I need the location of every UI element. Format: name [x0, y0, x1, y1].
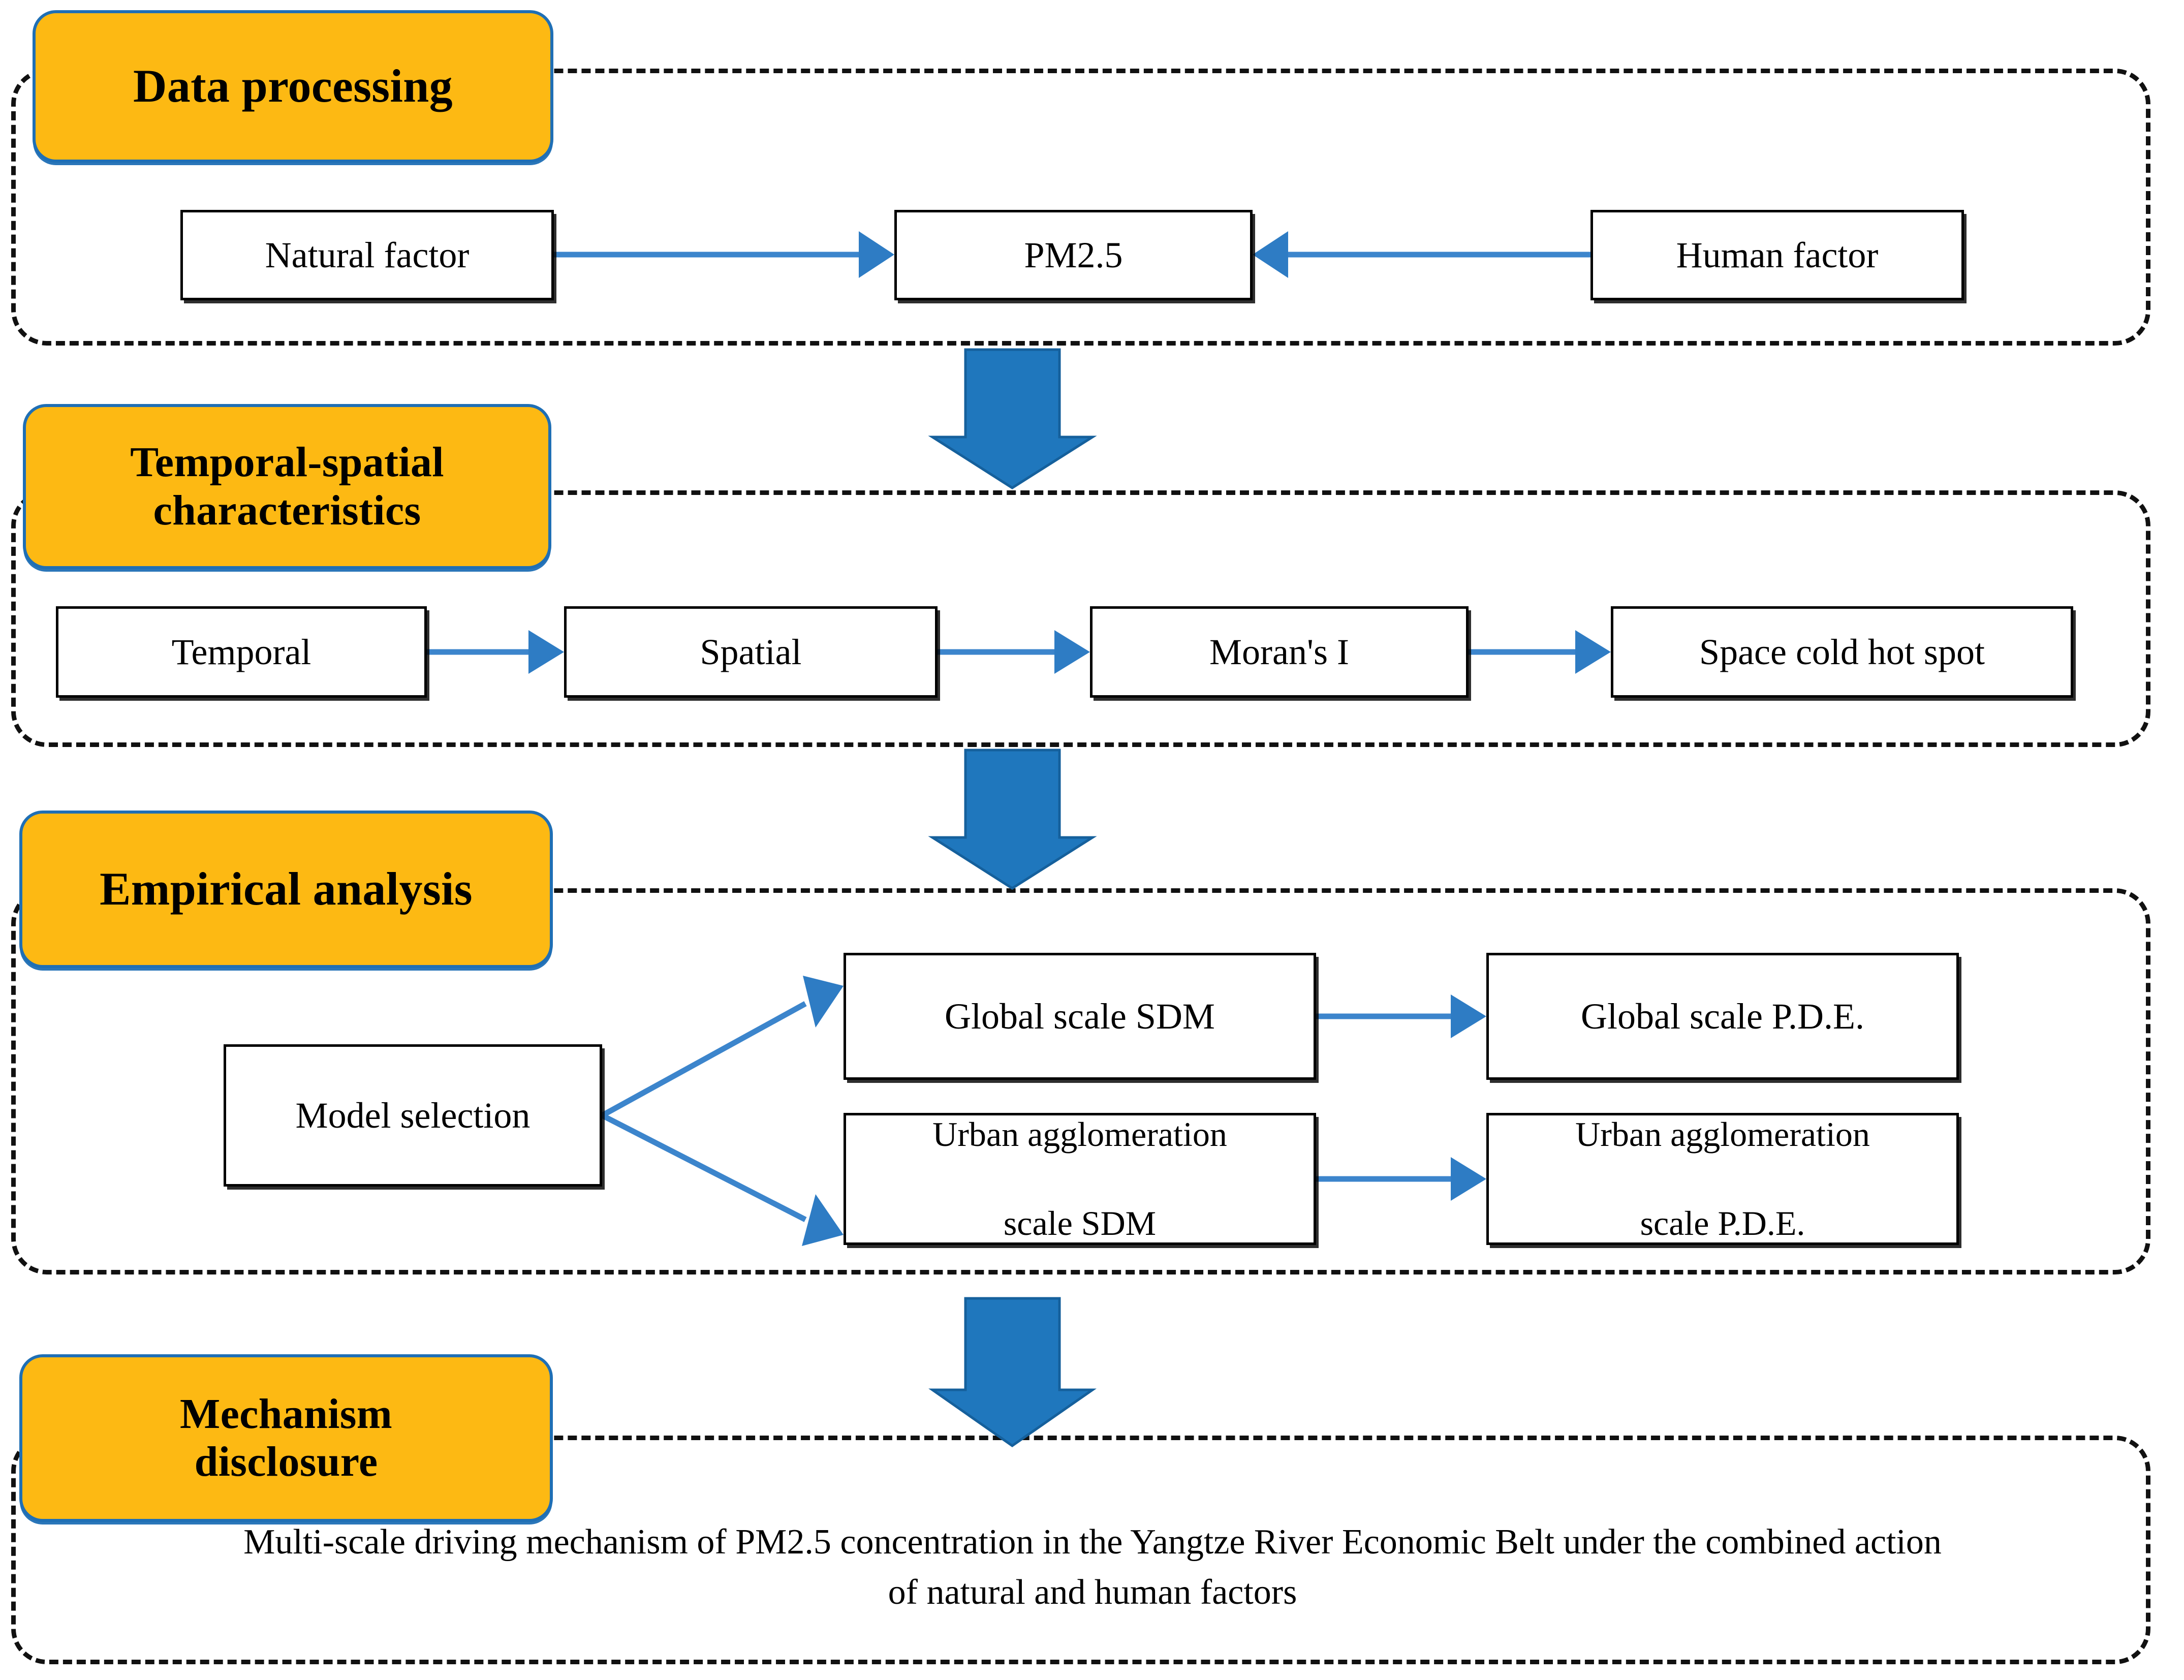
node-pm25[interactable]: PM2.5: [894, 210, 1253, 300]
node-label: Natural factor: [265, 234, 470, 275]
node-spatial[interactable]: Spatial: [564, 606, 938, 698]
stage-label-line-2: disclosure: [194, 1438, 378, 1485]
node-label: Space cold hot spot: [1699, 631, 1985, 672]
stage-label-data-processing[interactable]: Data processing: [33, 10, 553, 163]
conclusion-line-2: of natural and human factors: [888, 1573, 1297, 1612]
node-label-line-1: Urban agglomeration: [932, 1115, 1227, 1154]
node-label: Temporal: [171, 631, 311, 672]
node-temporal[interactable]: Temporal: [56, 606, 427, 698]
node-urban-agglomeration-scale-sdm[interactable]: Urban agglomeration scale SDM: [844, 1113, 1316, 1245]
stage-label-temporal-spatial-characteristics[interactable]: Temporal-spatial characteristics: [23, 404, 551, 569]
section-container-data-processing: [11, 69, 2150, 346]
node-label: Global scale P.D.E.: [1581, 995, 1864, 1037]
node-label-line-2: scale SDM: [1003, 1203, 1157, 1242]
node-label: PM2.5: [1024, 234, 1123, 275]
stage-label-text: Temporal-spatial characteristics: [130, 439, 444, 534]
node-morans-i[interactable]: Moran's I: [1090, 606, 1469, 698]
conclusion-line-1: Multi-scale driving mechanism of PM2.5 c…: [243, 1522, 1942, 1562]
node-label: Model selection: [295, 1095, 531, 1136]
big-arrow-stage2-to-stage3: [928, 749, 1097, 890]
node-label: Moran's I: [1209, 631, 1349, 672]
node-natural-factor[interactable]: Natural factor: [180, 210, 554, 300]
node-label: Urban agglomeration scale P.D.E.: [1489, 1112, 1956, 1245]
section-container-empirical-analysis: [11, 888, 2150, 1274]
node-human-factor[interactable]: Human factor: [1590, 210, 1964, 300]
section-container-temporal-spatial-characteristics: [11, 490, 2150, 747]
stage-label-text: Empirical analysis: [100, 863, 473, 915]
node-model-selection[interactable]: Model selection: [224, 1044, 602, 1187]
node-label: Human factor: [1676, 234, 1879, 275]
node-urban-agglomeration-scale-pde[interactable]: Urban agglomeration scale P.D.E.: [1486, 1113, 1959, 1245]
node-label-line-1: Urban agglomeration: [1575, 1115, 1870, 1154]
conclusion-text: Multi-scale driving mechanism of PM2.5 c…: [51, 1517, 2134, 1618]
node-label-line-2: scale P.D.E.: [1640, 1203, 1805, 1242]
node-global-scale-pde[interactable]: Global scale P.D.E.: [1486, 953, 1959, 1080]
stage-label-text: Mechanism disclosure: [180, 1390, 392, 1486]
stage-label-line-1: Mechanism: [180, 1390, 392, 1438]
stage-label-text: Data processing: [133, 60, 453, 112]
node-label: Global scale SDM: [945, 995, 1215, 1037]
stage-label-line-1: Temporal-spatial: [130, 439, 444, 486]
stage-label-mechanism-disclosure[interactable]: Mechanism disclosure: [19, 1354, 553, 1522]
node-label: Urban agglomeration scale SDM: [846, 1112, 1314, 1245]
node-space-cold-hot-spot[interactable]: Space cold hot spot: [1611, 606, 2073, 698]
stage-label-empirical-analysis[interactable]: Empirical analysis: [19, 811, 553, 968]
node-global-scale-sdm[interactable]: Global scale SDM: [844, 953, 1316, 1080]
node-label: Spatial: [700, 631, 802, 672]
big-arrow-stage3-to-stage4: [928, 1297, 1097, 1448]
big-arrow-stage1-to-stage2: [928, 348, 1097, 489]
stage-label-line-2: characteristics: [153, 486, 421, 534]
